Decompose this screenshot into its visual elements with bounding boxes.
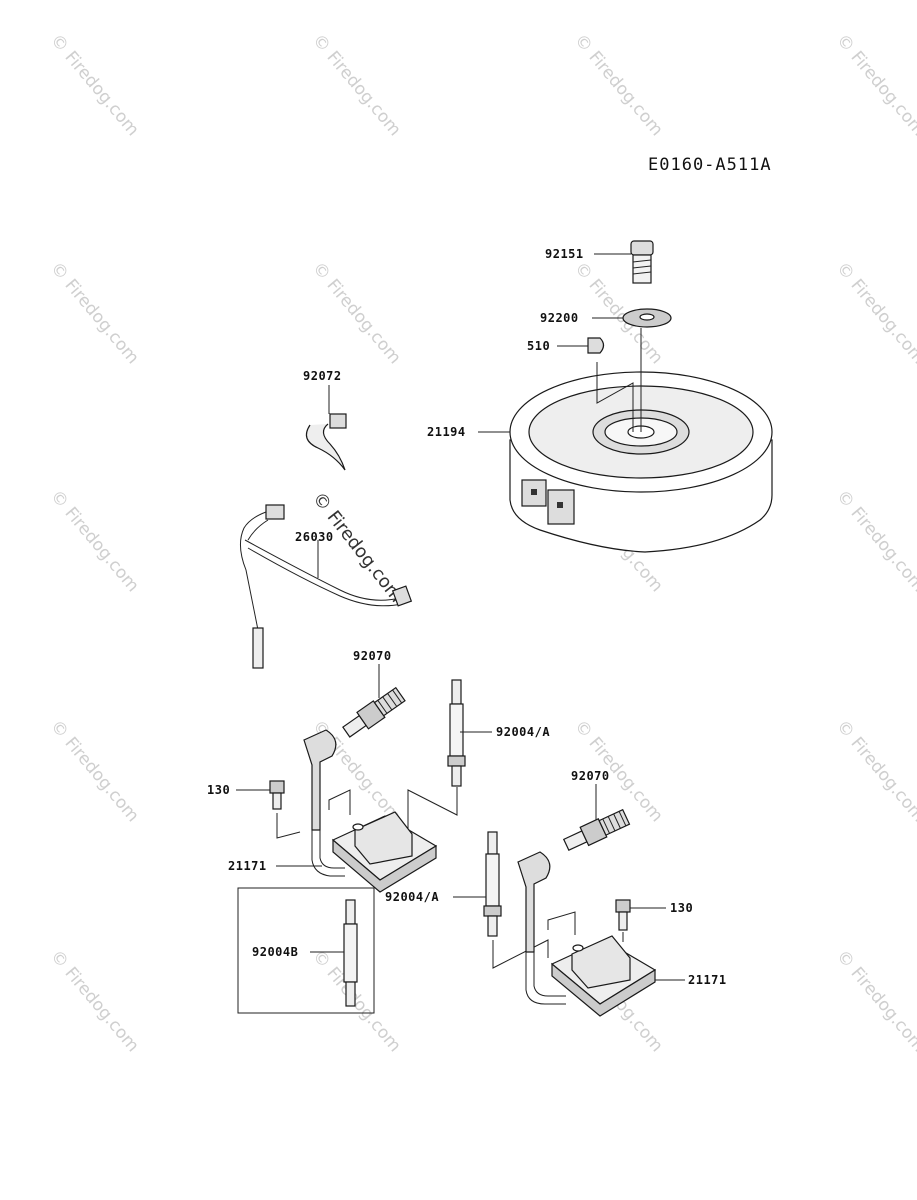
label-bolt-top: 92151 — [545, 247, 584, 261]
label-washer: 92200 — [540, 311, 579, 325]
stud-upper — [447, 679, 466, 787]
label-harness: 26030 — [295, 530, 334, 544]
label-bolt-left: 130 — [207, 783, 230, 797]
watermark: © Firedog.com — [308, 30, 405, 140]
label-coil-right: 21171 — [688, 973, 727, 987]
spark-plug-left — [342, 686, 406, 738]
label-flywheel: 21194 — [427, 425, 466, 439]
bolt-left — [269, 780, 285, 810]
coil-left — [303, 729, 438, 893]
label-key: 510 — [527, 339, 550, 353]
diagram-code: E0160-A511A — [648, 155, 772, 175]
watermark: © Firedog.com — [832, 946, 917, 1056]
spark-plug-right — [562, 808, 631, 852]
label-coil-left: 21171 — [228, 859, 267, 873]
label-stud-boxed: 92004B — [252, 945, 298, 959]
coil-right — [517, 851, 657, 1017]
flywheel — [509, 371, 773, 553]
watermark: © Firedog.com — [46, 30, 143, 140]
stud-boxed — [343, 899, 358, 1007]
label-clip: 92072 — [303, 369, 342, 383]
washer — [622, 308, 672, 328]
bolt-right — [615, 899, 631, 931]
label-plug-left: 92070 — [353, 649, 392, 663]
key — [587, 337, 605, 354]
inset-box — [237, 887, 375, 1014]
label-bolt-right: 130 — [670, 901, 693, 915]
stud-lower — [483, 831, 502, 937]
watermark-layer: © Firedog.com © Firedog.com © Firedog.co… — [46, 30, 917, 1056]
label-stud-lower: 92004/A — [385, 890, 439, 904]
label-plug-right: 92070 — [571, 769, 610, 783]
watermark: © Firedog.com — [308, 258, 405, 368]
watermark: © Firedog.com — [46, 946, 143, 1056]
watermark: © Firedog.com — [832, 258, 917, 368]
watermark: © Firedog.com — [46, 258, 143, 368]
watermark: © Firedog.com — [832, 30, 917, 140]
watermark-dark: © Firedog.com — [308, 488, 407, 606]
watermark: © Firedog.com — [832, 486, 917, 596]
label-stud-upper: 92004/A — [496, 725, 550, 739]
bolt-top — [630, 240, 654, 284]
watermark: © Firedog.com — [832, 716, 917, 826]
harness — [240, 504, 413, 669]
clip — [305, 413, 347, 471]
watermark: © Firedog.com — [46, 716, 143, 826]
watermark: © Firedog.com — [570, 30, 667, 140]
watermark: © Firedog.com — [46, 486, 143, 596]
